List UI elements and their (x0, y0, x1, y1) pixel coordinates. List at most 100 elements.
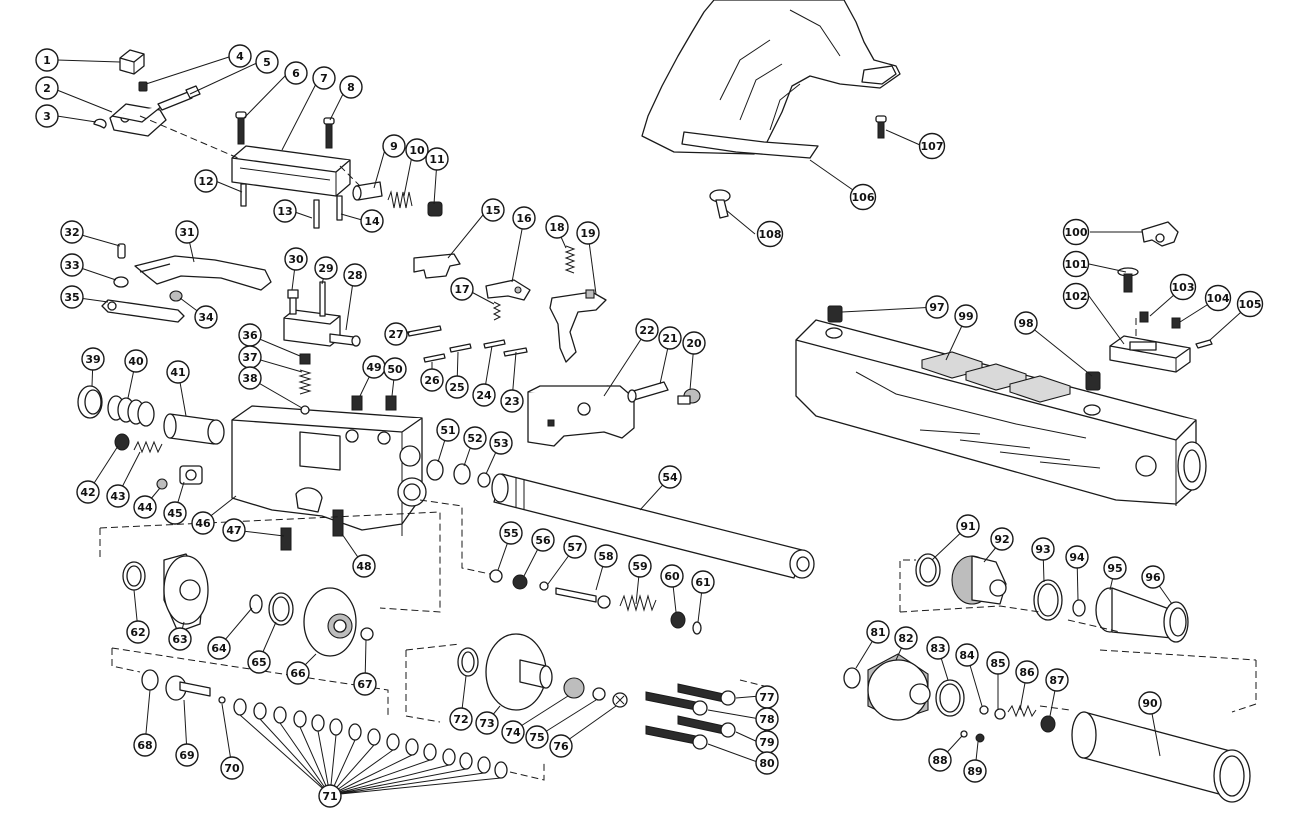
callout-number: 101 (1065, 258, 1088, 271)
pin-34 (169, 290, 183, 302)
part-drawings (77, 0, 1251, 803)
callout-circle (35, 104, 59, 128)
callout-number: 33 (64, 259, 79, 272)
callout-number: 8 (347, 81, 355, 94)
spring-17 (492, 301, 502, 321)
callout-39: 39 (81, 347, 105, 371)
callout-2: 2 (35, 76, 59, 100)
callout-number: 17 (454, 283, 469, 296)
callout-100: 100 (1062, 218, 1090, 246)
callout-51: 51 (436, 418, 460, 442)
callout-circle (81, 347, 105, 371)
callout-26: 26 (420, 368, 444, 392)
callout-number: 76 (553, 740, 569, 753)
callout-number: 99 (958, 310, 973, 323)
callout-circle (220, 756, 244, 780)
cap-30 (287, 289, 299, 315)
callout-circle (472, 383, 496, 407)
callout-circle (956, 514, 980, 538)
callout-number: 75 (529, 731, 544, 744)
callout-number: 10 (409, 144, 425, 157)
callout-circle (445, 375, 469, 399)
callout-87: 87 (1045, 668, 1069, 692)
callout-number: 92 (994, 533, 1009, 546)
callout-number: 78 (759, 713, 774, 726)
callout-number: 91 (960, 520, 975, 533)
callout-number: 18 (549, 221, 564, 234)
callout-circle (35, 76, 59, 100)
callout-circle (175, 220, 199, 244)
callout-23: 23 (500, 389, 524, 413)
callout-circle (284, 61, 308, 85)
nut-45 (179, 465, 203, 485)
callout-circle (500, 389, 524, 413)
callout-circle (545, 215, 569, 239)
washer-33 (113, 276, 129, 288)
callout-circle (163, 501, 187, 525)
callout-number: 71 (322, 790, 337, 803)
callout-97: 97 (925, 295, 949, 319)
callout-circle (1169, 273, 1197, 301)
callout-circle (1204, 284, 1232, 312)
callout-circle (318, 784, 342, 808)
lever-31 (134, 255, 272, 291)
callout-72: 72 (449, 707, 473, 731)
sear-15 (413, 253, 461, 279)
callout-circle (1062, 218, 1090, 246)
callout-27: 27 (384, 322, 408, 346)
callout-19: 19 (576, 221, 600, 245)
callout-59: 59 (628, 554, 652, 578)
callout-circle (238, 366, 262, 390)
callout-circle (755, 707, 779, 731)
callout-circle (594, 544, 618, 568)
callout-number: 66 (290, 667, 306, 680)
callout-number: 37 (242, 351, 257, 364)
callout-circle (986, 651, 1010, 675)
callout-78: 78 (755, 707, 779, 731)
callout-95: 95 (1103, 556, 1127, 580)
callout-circle (194, 169, 218, 193)
callout-circle (405, 138, 429, 162)
spring-37-ball-38 (298, 353, 312, 415)
callout-number: 57 (567, 541, 582, 554)
callout-circle (449, 707, 473, 731)
pins-12-13-14 (240, 183, 343, 229)
callout-number: 50 (387, 363, 403, 376)
callout-circle (954, 304, 978, 328)
callout-circle (255, 50, 279, 74)
callout-number: 11 (429, 153, 444, 166)
callout-circle (628, 554, 652, 578)
callout-36: 36 (238, 323, 262, 347)
block-28 (283, 309, 361, 347)
callout-number: 26 (424, 374, 440, 387)
callout-number: 94 (1069, 551, 1085, 564)
callout-number: 20 (686, 337, 702, 350)
callout-71: 71 (318, 784, 342, 808)
callout-circle (247, 650, 271, 674)
callout-circle (425, 147, 449, 171)
callout-60: 60 (660, 564, 684, 588)
assembly-lines (99, 115, 1257, 781)
callout-circle (450, 277, 474, 301)
callout-circle (499, 521, 523, 545)
callout-number: 83 (930, 642, 945, 655)
callout-number: 79 (759, 736, 774, 749)
callout-40: 40 (124, 349, 148, 373)
callout-6: 6 (284, 61, 308, 85)
callout-circle (191, 511, 215, 535)
callout-circle (222, 518, 246, 542)
pin-parts-68-70 (141, 669, 226, 704)
callout-circle (1141, 565, 1165, 589)
callout-9: 9 (382, 134, 406, 158)
callout-circle (207, 636, 231, 660)
callout-number: 45 (167, 507, 182, 520)
callout-number: 22 (639, 324, 654, 337)
callout-104: 104 (1204, 284, 1232, 312)
screws-97-98 (827, 305, 1101, 391)
callout-number: 52 (467, 432, 482, 445)
callout-circle (382, 134, 406, 158)
callout-76: 76 (549, 734, 573, 758)
rear-sight-rail (231, 145, 351, 197)
callout-number: 82 (898, 632, 913, 645)
screw-20 (677, 388, 701, 405)
